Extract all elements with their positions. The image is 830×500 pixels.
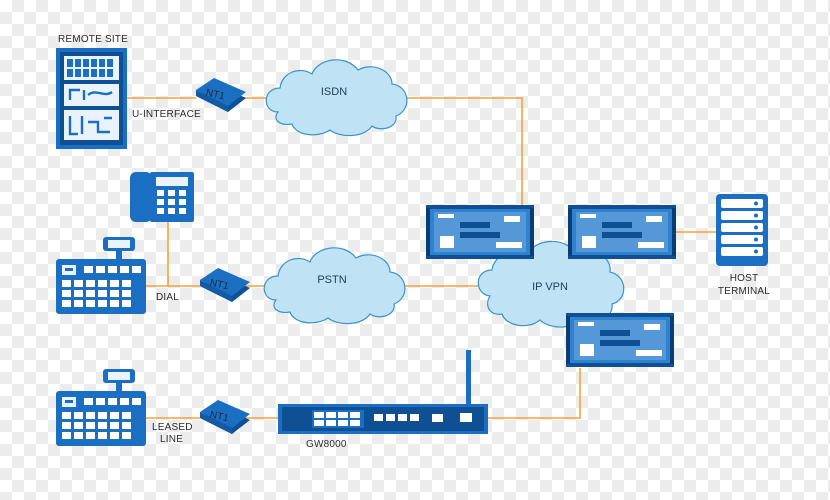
dial-label: DIAL [156,292,179,303]
router-right-icon [568,205,676,259]
isdn-label: ISDN [321,86,347,98]
leased-label: LEASED [152,422,193,433]
desk-phone-icon [130,172,194,222]
nt1-bottom-label: NT1 [209,410,230,425]
nt1-top-label: NT1 [205,88,226,103]
cash-register-dial-icon [56,237,146,314]
gw8000-gateway-icon [278,350,488,434]
ip-vpn-label: IP VPN [532,281,568,293]
host-terminal-server-icon [716,194,768,266]
wire-gw-router [488,368,581,419]
pstn-cloud: PSTN [263,247,406,325]
router-bottom-icon [566,313,674,367]
remote-site-label: REMOTE SITE [58,34,128,45]
nt1-middle-icon: NT1 [200,268,250,302]
nt1-top-icon: NT1 [196,78,246,112]
u-interface-label: U-INTERFACE [132,109,201,120]
host-label: HOST [730,273,759,284]
gw8000-label: GW8000 [306,439,347,450]
nt1-bottom-icon: NT1 [200,400,250,434]
terminal-label: TERMINAL [718,286,770,297]
router-left-icon [426,205,534,259]
nt1-middle-label: NT1 [209,278,230,293]
line-label: LINE [160,434,183,445]
wire-isdn-router [402,97,523,205]
remote-site-rack-icon [56,48,127,149]
cash-register-leased-icon [56,369,146,446]
pstn-label: PSTN [317,274,346,286]
isdn-cloud: ISDN [265,59,408,137]
